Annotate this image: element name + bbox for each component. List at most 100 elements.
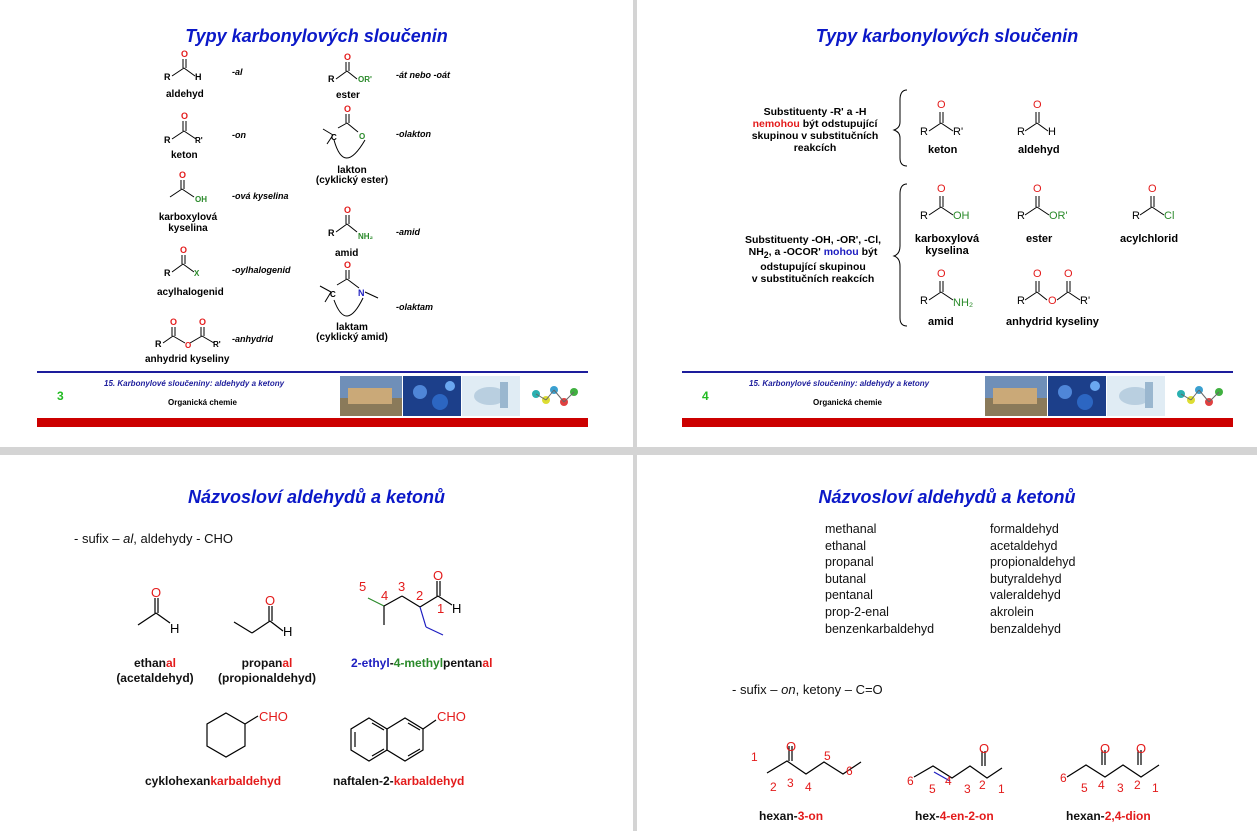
course-title: 15. Karbonylové sloučeniny: aldehydy a k…: [749, 379, 930, 388]
svg-text:1: 1: [751, 750, 758, 764]
svg-text:O: O: [937, 99, 946, 111]
suffix-anhydrid: -anhydrid: [232, 334, 274, 344]
svg-text:O: O: [1148, 183, 1157, 195]
intro-text: - sufix – al, aldehydy - CHO: [74, 531, 233, 546]
subject-title: Organická chemie: [813, 398, 882, 407]
label-aldehyd: aldehyd: [1018, 144, 1060, 156]
name-ethanal: ethanal (acetaldehyd): [116, 656, 194, 685]
svg-text:O: O: [1033, 99, 1042, 111]
svg-text:H: H: [283, 624, 292, 639]
label-keton: keton: [928, 144, 958, 156]
svg-text:4: 4: [381, 588, 388, 603]
svg-text:O: O: [937, 183, 946, 195]
svg-text:Cl: Cl: [1164, 210, 1174, 222]
svg-text:4: 4: [1098, 778, 1105, 792]
svg-text:C: C: [330, 290, 336, 299]
svg-text:R': R': [213, 340, 221, 349]
svg-text:5: 5: [359, 579, 366, 594]
svg-text:O: O: [979, 741, 989, 756]
svg-text:O: O: [1048, 295, 1057, 307]
page-number: 4: [702, 389, 709, 403]
svg-text:O: O: [181, 111, 188, 121]
svg-text:NH₂: NH₂: [358, 232, 374, 241]
intro-text: - sufix – on, ketony – C=O: [732, 682, 883, 697]
svg-text:1: 1: [1152, 781, 1159, 795]
structures-right: O R R' O R H O R OH O R OR' O R Cl O R N…: [892, 89, 1174, 327]
suffix-olakton: -olakton: [396, 129, 431, 139]
label-ester: ester: [1026, 233, 1053, 245]
svg-text:R: R: [920, 210, 928, 222]
svg-text:O: O: [359, 132, 365, 141]
svg-text:O: O: [1033, 268, 1042, 280]
suffix-al: -al: [232, 67, 243, 77]
suffix-ova-kyselina: -ová kyselina: [232, 191, 289, 201]
svg-text:R: R: [164, 135, 171, 145]
svg-text:R: R: [164, 268, 171, 278]
course-title: 15. Karbonylové sloučeniny: aldehydy a k…: [104, 379, 285, 388]
svg-text:2: 2: [416, 588, 423, 603]
svg-text:H: H: [170, 621, 179, 636]
svg-text:O: O: [433, 568, 443, 583]
label-ester: ester: [336, 90, 360, 101]
footer-line: [682, 371, 1233, 373]
svg-text:6: 6: [846, 764, 853, 778]
svg-text:1: 1: [998, 782, 1005, 796]
svg-text:R: R: [155, 339, 162, 349]
aldehyde-structures: O H O H O H 5 4 3 2 1 CHO CHO: [137, 568, 466, 762]
name-2-ethyl-4-methylpentanal: 2-ethyl-4-methylpentanal: [351, 656, 493, 670]
svg-text:O: O: [199, 317, 206, 327]
svg-text:O: O: [170, 317, 177, 327]
suffix-olaktam: -olaktam: [396, 302, 434, 312]
svg-text:6: 6: [1060, 771, 1067, 785]
svg-text:O: O: [265, 593, 275, 608]
name-cyklohexankarbaldehyd: cyklohexankarbaldehyd: [145, 774, 282, 788]
group1-text: Substituenty -R' a -H nemohou být odstup…: [751, 106, 879, 154]
slide-title: Typy karbonylových sloučenin: [185, 26, 448, 46]
slide-title: Názvosloví aldehydů a ketonů: [818, 487, 1076, 507]
subject-title: Organická chemie: [168, 398, 237, 407]
label-keton: keton: [171, 150, 198, 161]
h-label: H: [195, 72, 202, 82]
name-propanal: propanal (propionaldehyd): [218, 656, 316, 685]
label-anhydrid: anhydrid kyseliny: [145, 354, 230, 365]
svg-text:R: R: [1017, 210, 1025, 222]
svg-text:3: 3: [1117, 781, 1124, 795]
svg-text:X: X: [194, 269, 200, 278]
svg-text:O: O: [786, 739, 796, 754]
slide-4: Typy karbonylových sloučenin Substituent…: [637, 0, 1257, 447]
svg-text:OH: OH: [195, 195, 207, 204]
name-hex-4-en-2-on: hex-4-en-2-on: [915, 809, 994, 823]
svg-text:R': R': [1080, 295, 1090, 307]
svg-text:O: O: [180, 245, 187, 255]
svg-text:5: 5: [824, 749, 831, 763]
svg-text:R: R: [920, 126, 928, 138]
slide-nazvoslovi-aldehydy: Názvosloví aldehydů a ketonů - sufix – a…: [0, 455, 633, 831]
svg-text:OR': OR': [1049, 210, 1068, 222]
svg-text:NH₂: NH₂: [953, 297, 973, 309]
svg-text:O: O: [179, 170, 186, 180]
svg-text:OR': OR': [358, 75, 372, 84]
label-aldehyd: aldehyd: [166, 89, 204, 100]
svg-text:O: O: [1100, 741, 1110, 756]
svg-text:C: C: [331, 133, 337, 142]
svg-text:R: R: [1017, 126, 1025, 138]
slide-3: Typy karbonylových sloučenin: [0, 0, 633, 447]
r-label: R: [164, 72, 171, 82]
footer-bar: [682, 418, 1233, 427]
svg-text:O: O: [185, 341, 191, 350]
svg-text:R': R': [195, 136, 203, 145]
structures-left: O R H O R R' O OH O R X O O O R R' O R O…: [155, 49, 379, 350]
svg-text:4: 4: [945, 774, 952, 788]
svg-text:3: 3: [964, 782, 971, 796]
svg-text:2: 2: [979, 778, 986, 792]
svg-text:O: O: [151, 585, 161, 600]
name-hexan-2-4-dion: hexan-2,4-dion: [1066, 809, 1151, 823]
svg-text:O: O: [937, 268, 946, 280]
svg-text:CHO: CHO: [259, 709, 288, 724]
footer-bar: [37, 418, 588, 427]
svg-text:O: O: [344, 52, 351, 62]
